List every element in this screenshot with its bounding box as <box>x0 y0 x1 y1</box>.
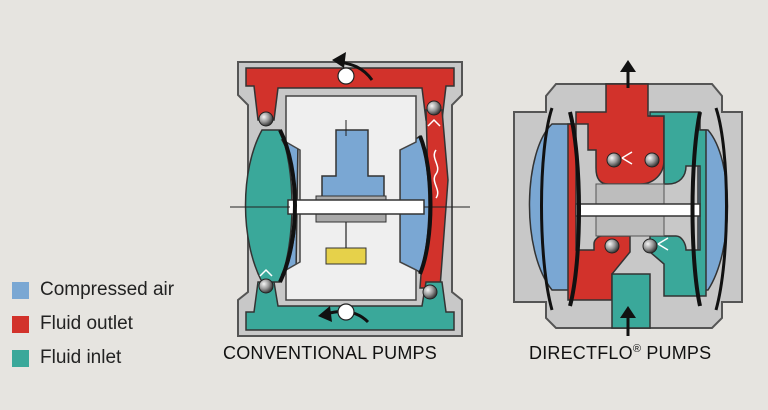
outlet-valve-disc <box>337 67 355 85</box>
directflo-lower-flow-mark <box>657 237 669 251</box>
left-diaphragm <box>278 129 297 283</box>
right-flow-squiggle <box>433 149 439 199</box>
directflo-left-diaphragm <box>568 111 581 307</box>
legend-swatch-air <box>12 281 29 299</box>
directflo-outer-diaphragm-right <box>714 107 728 311</box>
directflo-check-ball-lower-left <box>604 238 620 254</box>
directflo-inlet-arrowhead <box>620 306 636 318</box>
directflo-pump <box>513 60 743 336</box>
directflo-right-diaphragm <box>690 111 702 307</box>
legend-item-fluid-inlet: Fluid inlet <box>12 341 174 375</box>
directflo-upper-flow-mark <box>621 151 633 165</box>
check-ball-top-right <box>426 100 442 116</box>
check-ball-bottom-right <box>422 284 438 300</box>
legend-swatch-inlet <box>12 349 29 367</box>
check-ball-top-left <box>258 111 274 127</box>
directflo-check-ball-upper-left <box>606 152 622 168</box>
directflo-outlet-channel <box>567 83 665 301</box>
piston-shaft <box>287 199 425 215</box>
caption-directflo-pumps: DIRECTFLO® PUMPS <box>529 343 711 364</box>
legend-item-compressed-air: Compressed air <box>12 273 174 307</box>
caption-directflo-name: DIRECTFLO <box>529 343 633 363</box>
legend-label: Fluid outlet <box>40 313 133 334</box>
caption-conventional-pumps: CONVENTIONAL PUMPS <box>223 343 437 363</box>
directflo-outlet-arrowhead <box>620 60 636 72</box>
legend: Compressed air Fluid outlet Fluid inlet <box>12 273 174 375</box>
top-right-flow-mark <box>427 118 441 127</box>
legend-label: Compressed air <box>40 279 175 300</box>
legend-label: Fluid inlet <box>40 347 122 368</box>
directflo-outer-diaphragm-left <box>540 107 554 311</box>
directflo-inlet-port <box>611 273 651 329</box>
left-fluid-chamber <box>244 129 293 283</box>
right-diaphragm <box>418 135 433 275</box>
check-ball-bottom-left <box>258 278 274 294</box>
outlet-flow-arrowhead <box>332 52 346 68</box>
registered-mark: ® <box>632 343 642 355</box>
directflo-check-ball-lower-right <box>642 238 658 254</box>
caption-directflo-suffix: PUMPS <box>641 343 712 363</box>
directflo-left-air-chamber <box>528 123 571 291</box>
directflo-check-ball-upper-right <box>644 152 660 168</box>
legend-item-fluid-outlet: Fluid outlet <box>12 307 174 341</box>
conventional-pump <box>230 52 470 337</box>
directflo-shaft <box>575 203 701 217</box>
bottom-left-flow-mark <box>259 268 273 277</box>
legend-swatch-outlet <box>12 315 29 333</box>
top-outlet-manifold <box>245 67 455 121</box>
pilot-block <box>325 247 367 265</box>
inlet-flow-arrowhead <box>318 306 332 322</box>
inlet-valve-disc <box>337 303 355 321</box>
